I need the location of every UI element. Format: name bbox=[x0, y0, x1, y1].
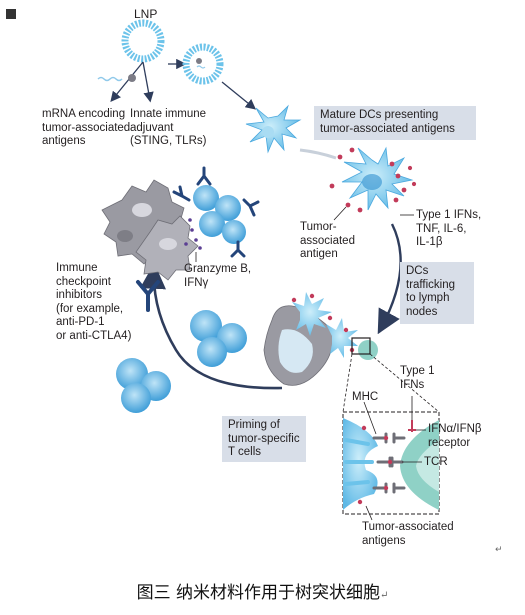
return-mark-caption: ↵ bbox=[380, 590, 389, 601]
lymph-node bbox=[263, 305, 334, 386]
figure-caption-text: 图三 纳米材料作用于树突状细胞 bbox=[136, 583, 380, 603]
lnp-label: LNP bbox=[134, 7, 158, 21]
inset-t-cell bbox=[400, 420, 439, 510]
mhc-pointer bbox=[363, 401, 377, 435]
antigen-dots bbox=[329, 147, 417, 213]
inset-dendritic-cell bbox=[343, 418, 378, 510]
lymph-node-antigen-dots bbox=[291, 293, 355, 353]
lymph-node-dendritic-cells bbox=[292, 292, 378, 360]
inset-ifn-receptor bbox=[408, 420, 416, 432]
zoom-line-left bbox=[342, 353, 353, 413]
tumor-antigen-label: Tumor- associated antigen bbox=[300, 221, 355, 260]
inset-antigen-dots bbox=[357, 425, 393, 505]
figure-caption: 图三 纳米材料作用于树突状细胞↵ bbox=[0, 578, 525, 603]
checkpoint-inhibitor-antibody-icon bbox=[136, 280, 160, 312]
tcr-label: TCR bbox=[424, 456, 448, 468]
cytokines-label: Type 1 IFNs, TNF, IL-6, IL-1β bbox=[416, 209, 482, 248]
antibody-icons bbox=[172, 166, 260, 258]
mature-dendritic-cell bbox=[341, 146, 414, 211]
checkpoint-label: Immune checkpoint inhibitors (for exampl… bbox=[56, 262, 132, 342]
mhc-label: MHC bbox=[352, 391, 379, 403]
t-cells-group-middle bbox=[190, 310, 247, 367]
corner-marker bbox=[6, 9, 16, 19]
immature-dendritic-cell bbox=[245, 104, 302, 154]
mature-dcs-box: Mature DCs presenting tumor-associated a… bbox=[314, 106, 476, 140]
tumor-antigen-pointer bbox=[333, 206, 347, 221]
inset-tcr-receptors bbox=[390, 432, 406, 494]
t-cells-group-left bbox=[116, 358, 171, 413]
bottom-antigen-pointer bbox=[365, 505, 373, 521]
arrow-to-mature-dc bbox=[299, 148, 337, 160]
mrna-label: mRNA encoding tumor-associated antigens bbox=[42, 108, 131, 147]
tumor-cells-cluster bbox=[101, 179, 199, 281]
granzyme-dots bbox=[184, 218, 202, 250]
arrow-lnp-to-dc bbox=[221, 81, 257, 110]
bottom-antigens-label: Tumor-associated antigens bbox=[362, 521, 454, 547]
lnp-split-arrows bbox=[110, 61, 154, 103]
loaded-lnp-particle bbox=[182, 43, 224, 85]
priming-box: Priming of tumor-specific T cells bbox=[222, 416, 306, 462]
lnp-particle bbox=[121, 19, 165, 63]
killer-t-cells bbox=[193, 185, 246, 244]
ifn-receptor-label: IFNα/IFNβ receptor bbox=[428, 423, 482, 449]
type1-ifns-label: Type 1 IFNs bbox=[400, 365, 435, 391]
return-mark-diagram: ↵ bbox=[495, 545, 503, 555]
granzyme-label: Granzyme B, IFNγ bbox=[184, 263, 252, 289]
arrow-dc-to-lymph-node bbox=[377, 223, 402, 335]
zoom-source-box bbox=[351, 337, 371, 355]
arrow-priming-to-tumor bbox=[140, 262, 283, 390]
mrna-squiggle-icon bbox=[97, 76, 123, 82]
adjuvant-label: Innate immune adjuvant (STING, TLRs) bbox=[130, 108, 207, 147]
adjuvant-icon bbox=[128, 74, 136, 82]
zoom-line-right bbox=[369, 353, 440, 413]
dcs-trafficking-box: DCs trafficking to lymph nodes bbox=[400, 262, 474, 324]
